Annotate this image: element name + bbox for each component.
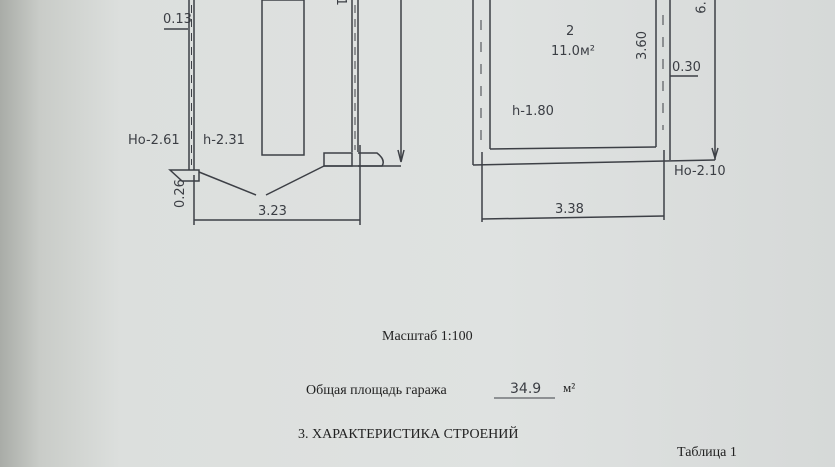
right-ho-label: Ho-2.10 [674,164,726,179]
room-height-dim: 3.60 [634,31,650,60]
left-ho-label: Ho-2.61 [128,133,180,148]
total-area-label: Общая площадь гаража [306,383,447,398]
right-side-partial: 6. [694,1,710,14]
room-number: 2 [566,24,575,39]
right-width-dim: 3.38 [555,202,584,217]
left-wall-dim: 0.13 [163,12,192,27]
total-area-value: 34.9 [510,381,542,397]
total-area-unit: м² [563,380,576,395]
room-area: 11.0м² [551,44,595,59]
left-h-label: h-2.31 [203,133,245,148]
right-wall-dim: 0.30 [672,60,701,75]
scale-text: Масштаб 1:100 [382,329,473,344]
left-step-dim: 0.26 [173,179,188,208]
section-title: 3. ХАРАКТЕРИСТИКА СТРОЕНИЙ [298,427,519,442]
left-top-partial: 61 [333,0,348,6]
left-width-dim: 3.23 [258,204,287,219]
right-h-label: h-1.80 [512,104,554,119]
table-label: Таблица 1 [677,445,737,460]
